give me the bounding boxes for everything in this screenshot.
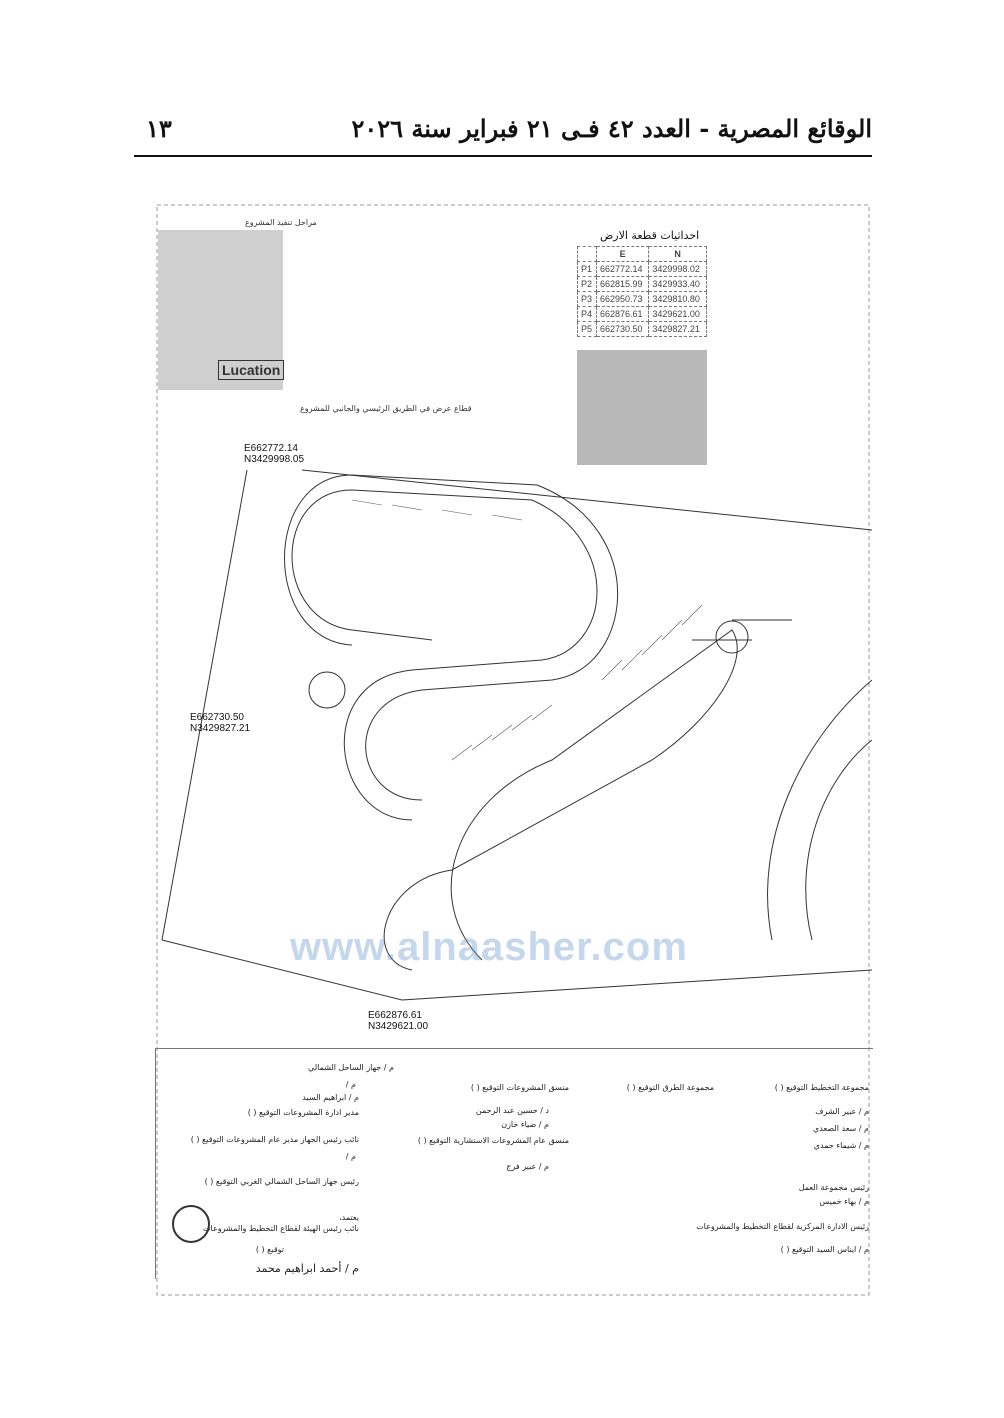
page-number: ١٣ <box>146 114 172 143</box>
stamp-icon <box>172 1205 210 1243</box>
sig-line: م / <box>345 1080 356 1089</box>
sig-line: نائب رئيس الهيئة لقطاع التخطيط والمشروعا… <box>203 1224 359 1233</box>
sig-head: رئيس مجموعة العمل <box>798 1183 869 1192</box>
sig-line: يعتمد، <box>339 1213 359 1222</box>
header-rule <box>134 155 872 157</box>
sig-c4-title: م / جهاز الساحل الشمالي <box>308 1063 394 1072</box>
sig-line: م / ابراهيم السيد <box>302 1093 359 1102</box>
sig-line: رئيس جهاز الساحل الشمالي الغربي التوقيع … <box>204 1177 359 1186</box>
sig-c3-sub: منسق عام المشروعات الاستشارية التوقيع ( … <box>417 1136 569 1145</box>
logo: Lucation <box>218 360 285 380</box>
sig-dept: رئيس الادارة المركزية لقطاع التخطيط والم… <box>696 1222 869 1231</box>
sig-line: مدير ادارة المشروعات التوقيع ( ) <box>247 1108 359 1117</box>
sig-name: م / سعد الصعدي <box>813 1124 869 1133</box>
page-header: الوقائع المصرية - العدد ٤٢ فـى ٢١ فبراير… <box>134 112 872 152</box>
header-title: الوقائع المصرية - العدد ٤٢ فـى ٢١ فبراير… <box>351 114 873 143</box>
sig-name: م / بهاء خميس <box>819 1197 869 1206</box>
sig-name: م / عبير فرج <box>506 1162 549 1171</box>
site-plan <box>156 204 872 1296</box>
phases-map <box>158 230 283 390</box>
signature-block <box>155 1048 873 1279</box>
sig-name: م / ضياء خازن <box>501 1120 549 1129</box>
sig-name: م / ايناس السيد التوقيع ( ) <box>780 1245 869 1254</box>
sig-name: د / حسين عبد الرحمن <box>475 1106 549 1115</box>
sig-c2-title: مجموعة الطرق التوقيع ( ) <box>626 1083 714 1092</box>
sig-name: م / شيماء حمدي <box>813 1141 869 1150</box>
sig-c3-title: منسق المشروعات التوقيع ( ) <box>470 1083 569 1092</box>
section-caption: قطاع عرض في الطريق الرئيسي والجانبي للمش… <box>300 404 472 413</box>
phases-title: مراحل تنفيذ المشروع <box>245 218 317 227</box>
sig-name: م / عبير الشرف <box>815 1107 869 1116</box>
sig-line: م / <box>345 1152 356 1161</box>
coord-table-title: احداثيات قطعة الارض <box>600 229 700 242</box>
sig-c1-title: مجموعة التخطيط التوقيع ( ) <box>774 1083 869 1092</box>
legend-image <box>577 350 707 465</box>
sig-line: م / أحمد ابراهيم محمد <box>255 1262 359 1275</box>
sig-line: توقيع ( ) <box>255 1245 284 1254</box>
watermark: www.alnaasher.com <box>290 925 688 969</box>
sig-line: نائب رئيس الجهاز مدير عام المشروعات التو… <box>190 1135 359 1144</box>
